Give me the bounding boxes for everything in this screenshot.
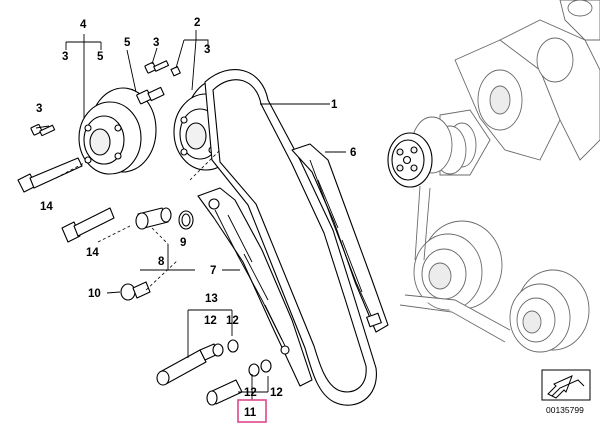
- lower-sprocket-right: [509, 269, 590, 353]
- bolt-14-lower: [61, 207, 115, 243]
- chain-tensioner: [156, 343, 219, 386]
- crank-sprocket: [387, 116, 467, 188]
- highlight-box: [237, 399, 267, 423]
- callout-12d: 12: [270, 387, 283, 399]
- bolt-10: [120, 281, 151, 301]
- document-id: 00135799: [546, 405, 584, 415]
- lower-sprocket-left: [413, 220, 503, 311]
- callout-3b: 3: [153, 37, 159, 49]
- callout-4: 4: [80, 19, 87, 31]
- screw-plug: [206, 379, 243, 406]
- sealing-ring-a: [212, 343, 224, 357]
- sealing-ring-b: [227, 339, 239, 353]
- callout-3d: 3: [36, 103, 42, 115]
- timing-chain: [204, 69, 377, 406]
- leader-lines: [35, 30, 346, 400]
- callout-6: 6: [350, 147, 356, 159]
- callout-3c: 3: [204, 44, 210, 56]
- intake-vanos-sprocket: [78, 87, 157, 175]
- sealing-ring-d: [260, 359, 272, 373]
- bolt-3-left: [30, 124, 56, 137]
- bolt-3-upper: [144, 60, 170, 74]
- callouts: 4 3 5 5 3 2 3 1 6 3 14 14 9 8 7 10 13 12…: [36, 17, 356, 399]
- callout-1: 1: [331, 99, 338, 111]
- callout-2: 2: [194, 17, 200, 29]
- callout-12a: 12: [204, 315, 217, 327]
- callout-7: 7: [210, 265, 216, 277]
- callout-5b: 5: [124, 37, 131, 49]
- callout-3a: 3: [62, 51, 68, 63]
- callout-10: 10: [88, 288, 101, 300]
- view-direction-arrow-icon: [541, 369, 591, 401]
- callout-12b: 12: [226, 315, 239, 327]
- bolt-5: [136, 86, 165, 105]
- callout-14b: 14: [86, 247, 99, 259]
- callout-11: 11: [244, 407, 257, 419]
- bolt-14-upper: [17, 157, 83, 193]
- callout-14a: 14: [40, 201, 53, 213]
- tensioner-rail: [197, 187, 313, 387]
- oil-spray-nozzle: [135, 207, 172, 230]
- sealing-ring-c: [248, 363, 260, 377]
- highlighted-callout-11: 11: [237, 399, 267, 423]
- bolt-3-center: [170, 66, 181, 77]
- callout-9: 9: [180, 237, 186, 249]
- chain-guide-rail: [291, 143, 389, 333]
- crankshaft: [439, 0, 600, 176]
- callout-13: 13: [205, 293, 218, 305]
- callout-12c: 12: [244, 387, 257, 399]
- callout-8: 8: [158, 256, 165, 268]
- callout-5a: 5: [97, 51, 104, 63]
